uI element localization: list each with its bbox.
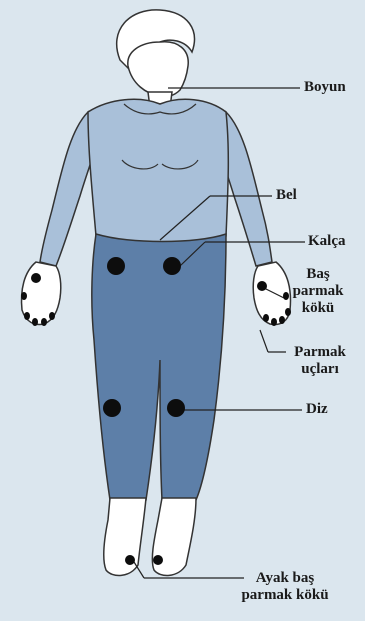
label-thumb-base-line2: parmak	[286, 283, 350, 300]
label-fingertips: Parmak uçları	[288, 344, 352, 378]
left-arm	[40, 112, 96, 266]
fingertip-marker	[49, 312, 55, 320]
label-fingertips-line1: Parmak	[288, 344, 352, 361]
big-toe-marker-left	[125, 555, 135, 565]
label-knee: Diz	[306, 401, 328, 418]
label-hip: Kalça	[308, 233, 346, 250]
label-waist: Bel	[276, 187, 297, 204]
label-big-toe-base: Ayak baş parmak kökü	[230, 570, 340, 604]
fingertip-marker	[32, 318, 38, 326]
label-thumb-base-line3: kökü	[286, 300, 350, 317]
fingertips-leader	[260, 330, 268, 352]
hip-marker-right	[163, 257, 181, 275]
torso	[88, 99, 228, 242]
label-neck: Boyun	[304, 79, 346, 96]
fingertip-marker	[24, 312, 30, 320]
knee-marker-left	[103, 399, 121, 417]
label-thumb-base-line1: Baş	[286, 266, 350, 283]
fingertip-marker	[41, 318, 47, 326]
label-thumb-base: Baş parmak kökü	[286, 266, 350, 317]
label-big-toe-line2: parmak kökü	[230, 587, 340, 604]
left-foot	[104, 498, 146, 575]
label-fingertips-line2: uçları	[288, 361, 352, 378]
fingertip-marker	[279, 316, 285, 324]
thumb-marker-right	[257, 281, 267, 291]
hip-marker-left	[107, 257, 125, 275]
fingertip-marker	[263, 314, 269, 322]
fingertip-marker	[271, 318, 277, 326]
thumb-marker-left	[31, 273, 41, 283]
big-toe-leader	[134, 562, 144, 578]
fingertip-marker	[21, 292, 27, 300]
big-toe-marker-right	[153, 555, 163, 565]
label-big-toe-line1: Ayak baş	[230, 570, 340, 587]
knee-marker-right	[167, 399, 185, 417]
